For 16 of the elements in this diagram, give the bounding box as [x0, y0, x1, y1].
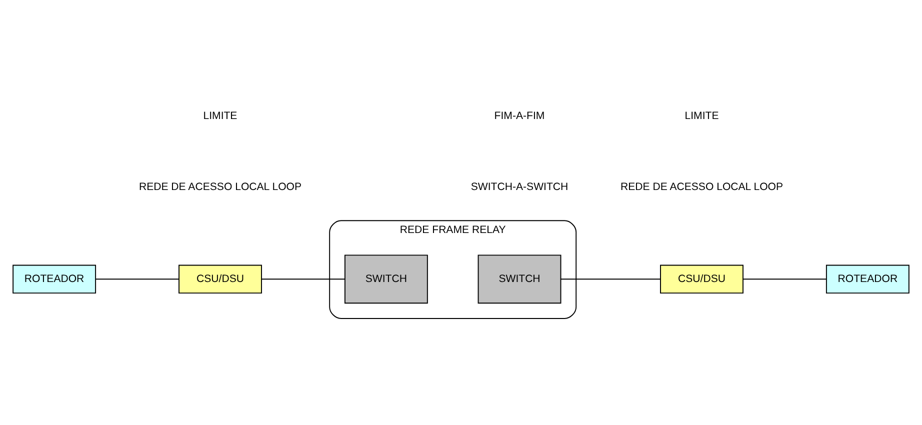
- label: REDE DE ACESSO LOCAL LOOP: [620, 180, 784, 193]
- node-box: CSU/DSU: [178, 264, 262, 294]
- node-box: CSU/DSU: [660, 264, 744, 294]
- connector: [742, 278, 827, 280]
- connector: [560, 278, 661, 280]
- label: LIMITE: [203, 110, 238, 122]
- node-box: SWITCH: [344, 254, 428, 304]
- node-box: SWITCH: [478, 254, 562, 304]
- label: REDE DE ACESSO LOCAL LOOP: [138, 180, 302, 193]
- label: LIMITE: [684, 110, 719, 122]
- label: SWITCH-A-SWITCH: [470, 180, 568, 193]
- connector: [261, 278, 346, 280]
- label: FIM-A-FIM: [494, 110, 545, 122]
- connector: [95, 278, 180, 280]
- node-box: ROTEADOR: [12, 264, 96, 294]
- node-box: ROTEADOR: [826, 264, 910, 294]
